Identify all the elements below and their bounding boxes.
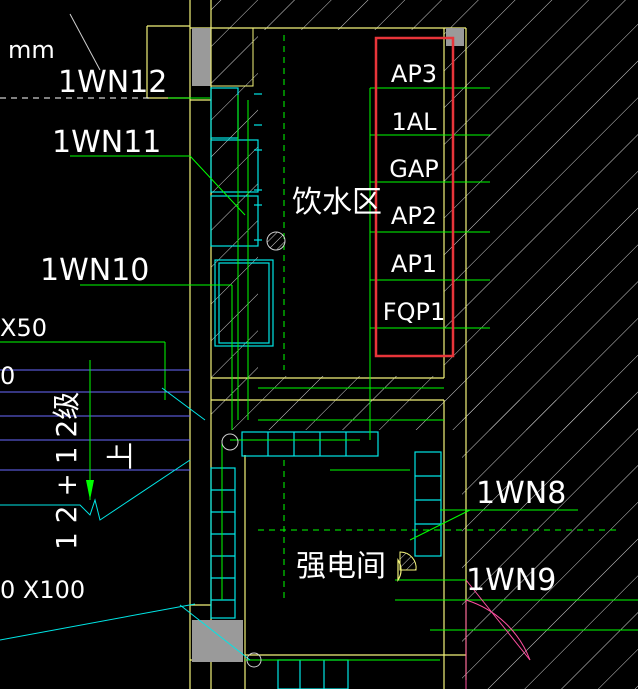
panel-labels: AP3 1AL GAP AP2 AP1 FQP1	[383, 60, 445, 326]
corridor-gap	[446, 440, 462, 689]
pipe-circle-1	[221, 433, 239, 451]
label-x50: X50	[0, 314, 47, 342]
label-stair-count: 1 2 + 1 2级	[50, 392, 83, 550]
panel-label-ap3: AP3	[391, 60, 437, 88]
pipe-circle-2	[246, 652, 262, 668]
label-1wn9: 1WN9	[466, 563, 556, 598]
unit-label: mm	[8, 36, 55, 64]
door-swing	[465, 579, 531, 689]
socket-symbol-icon	[399, 551, 417, 571]
label-1wn10: 1WN10	[40, 253, 149, 288]
panel-label-1al: 1AL	[391, 108, 437, 136]
panel-label-ap2: AP2	[391, 202, 437, 230]
panel-label-ap1: AP1	[391, 250, 437, 278]
hatch-area-right	[462, 400, 638, 689]
column-top-outline	[210, 27, 254, 87]
label-1wn12: 1WN12	[58, 65, 167, 100]
stair-lines	[0, 369, 190, 471]
label-x100: 0 X100	[0, 576, 85, 604]
label-electrical-room: 强电间	[296, 549, 386, 584]
panel-label-fqp1: FQP1	[383, 298, 445, 326]
column-corner	[446, 28, 464, 46]
socket-symbol-outline	[397, 558, 402, 582]
panel-highlight-box	[374, 36, 455, 358]
panel-label-gap: GAP	[389, 155, 439, 183]
label-drinking-area: 饮水区	[292, 185, 382, 220]
label-1wn11: 1WN11	[52, 125, 161, 160]
dashed-lines	[0, 35, 620, 600]
floor-drain-icon	[266, 231, 286, 251]
stair-break	[0, 387, 251, 661]
label-zero: 0	[0, 362, 15, 390]
column-top	[192, 28, 211, 86]
stair-arrow-head	[86, 480, 94, 500]
label-stair-up: 上	[104, 442, 137, 470]
label-leaders	[69, 13, 101, 71]
cabinets-left	[210, 87, 442, 689]
label-1wn8: 1WN8	[476, 476, 566, 511]
wiring-lines	[0, 87, 638, 661]
column-bottom	[192, 620, 243, 662]
